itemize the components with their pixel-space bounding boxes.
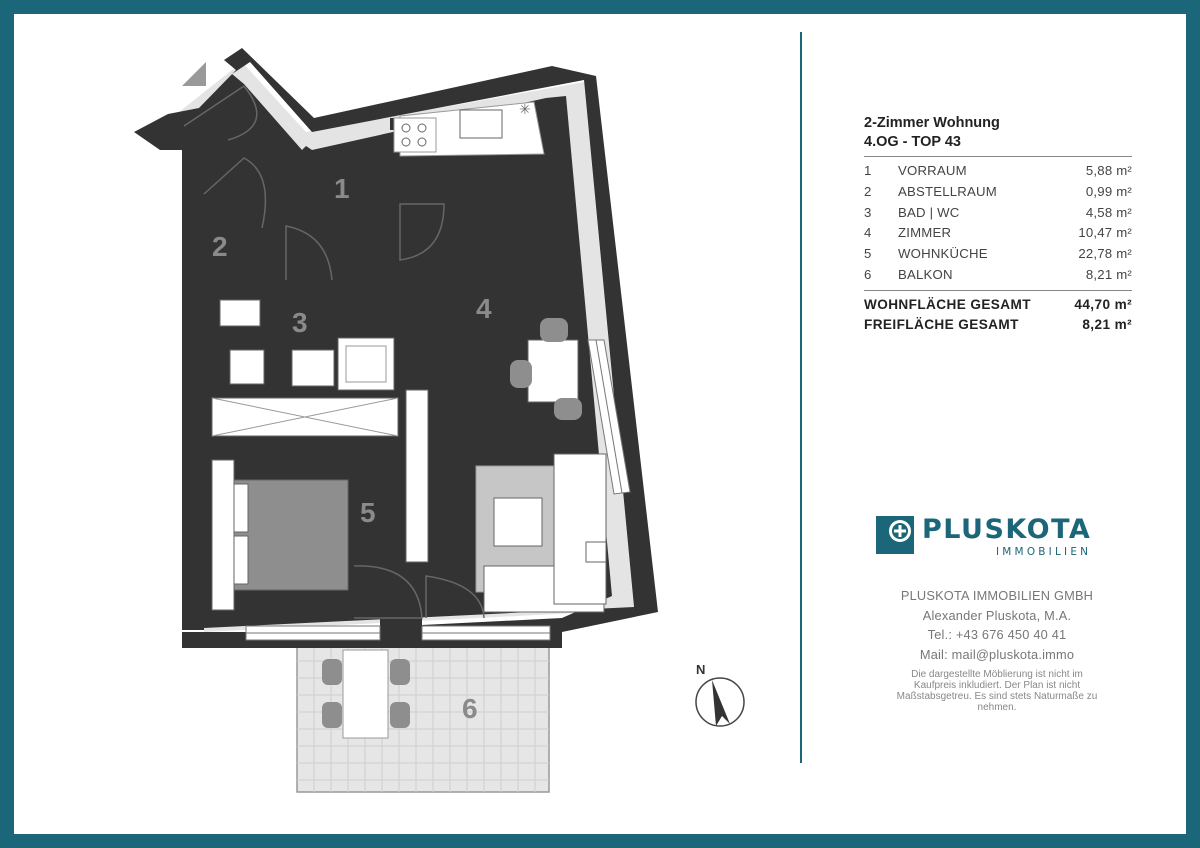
room-list: 1 VORRAUM 5,88 m² 2 ABSTELLRAUM 0,99 m² … bbox=[864, 161, 1132, 286]
total-outdoor-area: FREIFLÄCHE GESAMT 8,21 m² bbox=[864, 316, 1132, 332]
room-label-6: 6 bbox=[462, 693, 478, 724]
room-label-3: 3 bbox=[292, 307, 308, 338]
room-row: 2 ABSTELLRAUM 0,99 m² bbox=[864, 183, 1132, 199]
balcony bbox=[296, 643, 550, 793]
disclaimer-text: Die dargestellte Möblierung ist nicht im… bbox=[896, 669, 1098, 713]
floor-plan-drawing: ✳ bbox=[134, 48, 745, 793]
svg-text:✳: ✳ bbox=[519, 102, 531, 118]
compass-icon: N bbox=[695, 662, 745, 727]
compass-north-label: N bbox=[696, 662, 705, 677]
contact-block: PLUSKOTA IMMOBILIEN GMBH Alexander Plusk… bbox=[874, 586, 1120, 664]
room-row: 1 VORRAUM 5,88 m² bbox=[864, 163, 1132, 178]
contact-person: Alexander Pluskota, M.A. bbox=[922, 607, 1072, 623]
brand-name: PLUSKOTA bbox=[922, 514, 1092, 545]
total-living-area: WOHNFLÄCHE GESAMT 44,70 m² bbox=[864, 296, 1132, 312]
windows bbox=[245, 339, 631, 641]
kitchen-counter: ✳ bbox=[393, 101, 545, 157]
plan-subtitle: 4.OG - TOP 43 bbox=[864, 134, 961, 150]
wardrobe bbox=[211, 389, 429, 563]
bathroom-fixtures bbox=[219, 299, 395, 391]
room-label-2: 2 bbox=[212, 231, 228, 262]
living-furniture bbox=[475, 318, 607, 613]
bed bbox=[211, 459, 349, 611]
interior-walls bbox=[182, 102, 562, 648]
floor-plan-sheet: ✳ bbox=[14, 14, 1186, 834]
room-row: 3 BAD | WC 4,58 m² bbox=[864, 204, 1132, 220]
doors bbox=[183, 85, 485, 619]
brand-sub: IMMOBILIEN bbox=[996, 546, 1092, 558]
room-label-5: 5 bbox=[360, 497, 376, 528]
pluskota-logo: PLUSKOTA IMMOBILIEN bbox=[876, 514, 1116, 568]
room-row: 6 BALKON 8,21 m² bbox=[864, 266, 1132, 282]
room-label-1: 1 bbox=[334, 173, 350, 204]
room-row: 5 WOHNKÜCHE 22,78 m² bbox=[864, 246, 1132, 262]
room-label-4: 4 bbox=[476, 293, 492, 324]
phone-number: Tel.: +43 676 450 40 41 bbox=[927, 627, 1067, 643]
divider-line bbox=[800, 32, 802, 763]
plus-logo-icon bbox=[876, 516, 914, 554]
entrance-arrow-icon bbox=[182, 62, 206, 86]
area-table: 2-Zimmer Wohnung 4.OG - TOP 43 1 VORRAUM… bbox=[864, 114, 1132, 335]
room-row: 4 ZIMMER 10,47 m² bbox=[864, 225, 1132, 241]
email-address: Mail: mail@pluskota.immo bbox=[919, 646, 1075, 662]
plan-title: 2-Zimmer Wohnung bbox=[864, 115, 1000, 131]
company-name: PLUSKOTA IMMOBILIEN GMBH bbox=[900, 588, 1094, 603]
